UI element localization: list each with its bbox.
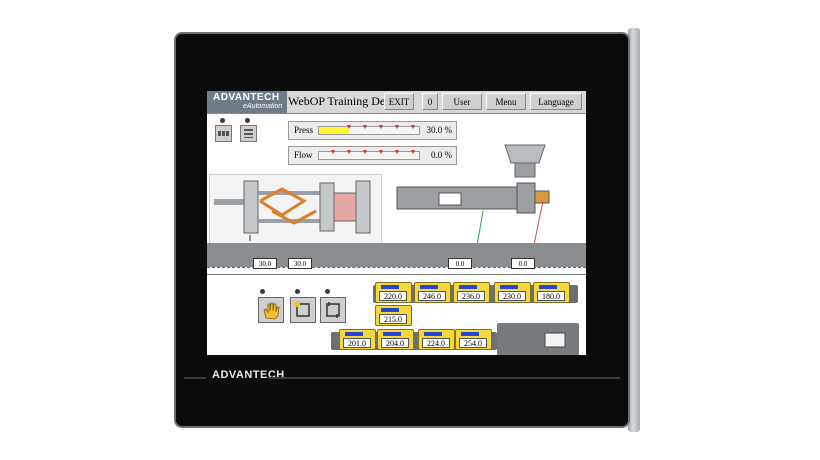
bezel-trim-left <box>184 377 206 379</box>
brand-sub: eAutomation <box>243 103 283 110</box>
press-bar <box>318 125 420 135</box>
flow-label: Flow <box>294 150 313 160</box>
press-fill <box>319 127 349 134</box>
flow-marker <box>379 150 383 154</box>
heater-lower-2[interactable]: 204.0 <box>377 329 414 350</box>
hand-icon[interactable] <box>258 297 284 323</box>
status-lamp <box>220 118 225 123</box>
mode-lamp <box>260 289 265 294</box>
counter-button[interactable]: 0 <box>422 93 438 110</box>
flow-gauge: Flow 0.0 % <box>288 146 457 165</box>
menu-button[interactable]: Menu <box>486 93 526 110</box>
heater-zone-4[interactable]: 230.0 <box>494 282 531 303</box>
press-label: Press <box>294 125 314 135</box>
flow-value: 0.0 % <box>431 150 452 160</box>
brand-name: ADVANTECH <box>213 92 280 103</box>
press-marker <box>395 125 399 129</box>
injection-unit <box>396 144 550 245</box>
user-button[interactable]: User <box>442 93 482 110</box>
flow-marker <box>363 150 367 154</box>
cycle-icon[interactable] <box>290 297 316 323</box>
app-title: WebOP Training Demo <box>288 94 401 108</box>
press-marker <box>347 125 351 129</box>
heater-zone-3[interactable]: 236.0 <box>453 282 490 303</box>
axis-line <box>207 267 586 268</box>
hmi-screen: ADVANTECH eAutomation WebOP Training Dem… <box>207 91 586 355</box>
heater-zone-5[interactable]: 180.0 <box>533 282 570 303</box>
bezel-trim <box>268 377 620 379</box>
title-bar: ADVANTECH eAutomation WebOP Training Dem… <box>207 91 586 113</box>
flow-marker <box>395 150 399 154</box>
flow-marker <box>411 150 415 154</box>
heater-lower-3[interactable]: 224.0 <box>418 329 455 350</box>
press-marker <box>379 125 383 129</box>
press-marker <box>411 125 415 129</box>
bezel-logo: ADVANTECH <box>212 369 285 381</box>
heater-zone-mid[interactable]: 215.0 <box>375 305 412 326</box>
auto-icon[interactable] <box>320 297 346 323</box>
title-separator <box>207 113 586 114</box>
grid-view-icon[interactable] <box>215 125 232 142</box>
section-separator <box>207 274 586 275</box>
heater-zone-2[interactable]: 246.0 <box>414 282 451 303</box>
heater-lower-1[interactable]: 201.0 <box>339 329 376 350</box>
list-view-icon[interactable] <box>240 125 257 142</box>
flow-bar <box>318 150 420 160</box>
status-lamp <box>245 118 250 123</box>
press-value: 30.0 % <box>426 125 453 135</box>
mode-lamp <box>295 289 300 294</box>
press-gauge: Press 30.0 % <box>288 121 457 140</box>
screw-detail <box>544 332 566 348</box>
position-value: 30.0 <box>288 258 312 269</box>
position-value: 0.0 <box>448 258 472 269</box>
flow-marker <box>331 150 335 154</box>
heater-lower-4[interactable]: 254.0 <box>455 329 492 350</box>
flow-marker <box>347 150 351 154</box>
language-button[interactable]: Language <box>530 93 582 110</box>
heater-zone-1[interactable]: 220.0 <box>375 282 412 303</box>
brand-logo: ADVANTECH eAutomation <box>207 91 287 113</box>
press-marker <box>363 125 367 129</box>
clamp-unit <box>209 174 382 244</box>
position-value: 30.0 <box>253 258 277 269</box>
position-value: 0.0 <box>511 258 535 269</box>
mode-lamp <box>325 289 330 294</box>
bezel-side <box>628 28 640 432</box>
exit-button[interactable]: EXIT <box>384 93 414 110</box>
